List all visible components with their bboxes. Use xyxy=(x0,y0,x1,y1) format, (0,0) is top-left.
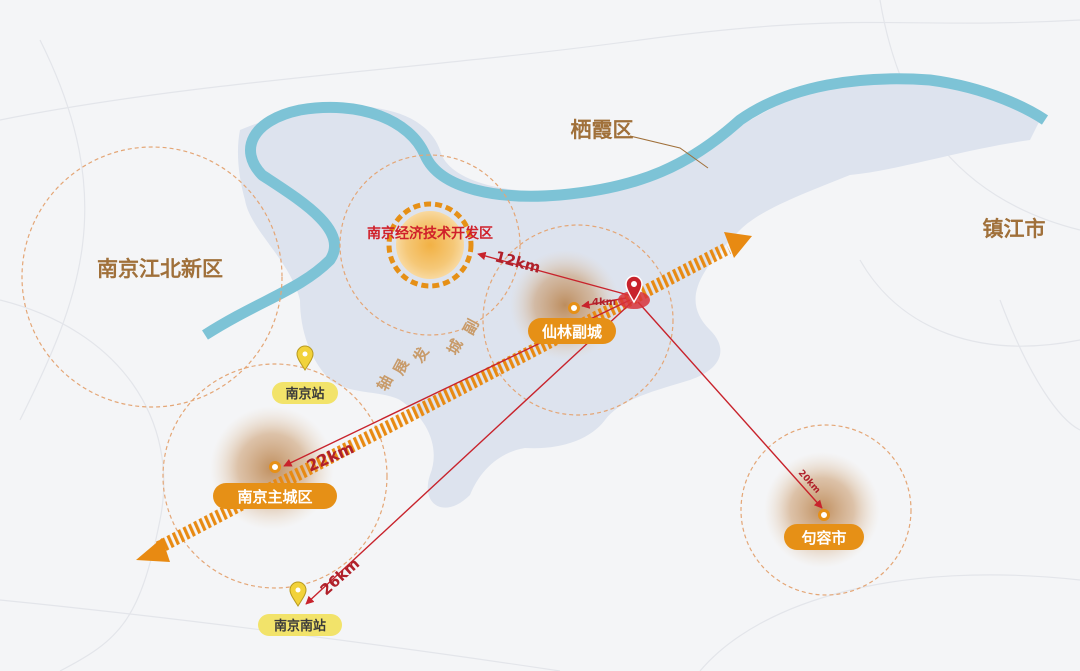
pill-main-city-label: 南京主城区 xyxy=(237,488,312,506)
label-devzone: 南京经济技术开发区 xyxy=(367,225,493,242)
main-city-point xyxy=(269,461,281,473)
line-to-south-station xyxy=(305,301,633,605)
pill-jurong[interactable]: 句容市 xyxy=(784,524,864,550)
pill-nanjing-station-label: 南京站 xyxy=(285,386,324,402)
jiangbei-circle xyxy=(21,146,283,408)
line-to-devzone xyxy=(477,251,633,297)
pill-jurong-label: 句容市 xyxy=(801,529,846,547)
axis-char-3: 展 xyxy=(390,356,413,378)
xianlin-point xyxy=(568,302,580,314)
qixia-leader-line xyxy=(629,135,709,169)
xianlin-circle xyxy=(482,224,674,416)
point-markers xyxy=(269,302,830,521)
devzone-ring xyxy=(386,201,474,289)
distance-xianlin: 4km xyxy=(592,297,616,308)
pill-xianlin[interactable]: 仙林副城 xyxy=(528,318,616,344)
axis-char-0: 副 xyxy=(460,316,483,338)
pill-south-station-label: 南京南站 xyxy=(274,618,326,634)
line-to-jurong xyxy=(637,301,823,509)
radius-circles xyxy=(21,146,912,596)
axis-label: 副 城 发 展 轴 xyxy=(374,316,483,394)
pill-south-station[interactable]: 南京南站 xyxy=(258,614,342,636)
distance-south-station: 26km xyxy=(317,554,364,598)
yangtze-river xyxy=(202,73,1049,340)
pill-nanjing-station[interactable]: 南京站 xyxy=(272,382,338,404)
devzone-core xyxy=(396,211,464,279)
label-zhenjiang: 镇江市 xyxy=(983,217,1046,241)
jurong-point xyxy=(818,509,830,521)
jurong-circle xyxy=(740,424,912,596)
pill-xianlin-label: 仙林副城 xyxy=(542,323,602,341)
main-city-circle xyxy=(162,363,388,589)
pill-main-city[interactable]: 南京主城区 xyxy=(213,483,337,509)
axis-char-4: 轴 xyxy=(374,372,397,394)
origin-pin[interactable] xyxy=(618,275,650,309)
label-qixia: 栖霞区 xyxy=(571,118,634,142)
devzone-circle xyxy=(339,154,521,336)
south-station-pin[interactable] xyxy=(289,581,307,607)
label-jiangbei: 南京江北新区 xyxy=(97,257,223,281)
nanjing-station-pin[interactable] xyxy=(296,345,314,371)
axis-char-1: 城 xyxy=(444,336,467,358)
